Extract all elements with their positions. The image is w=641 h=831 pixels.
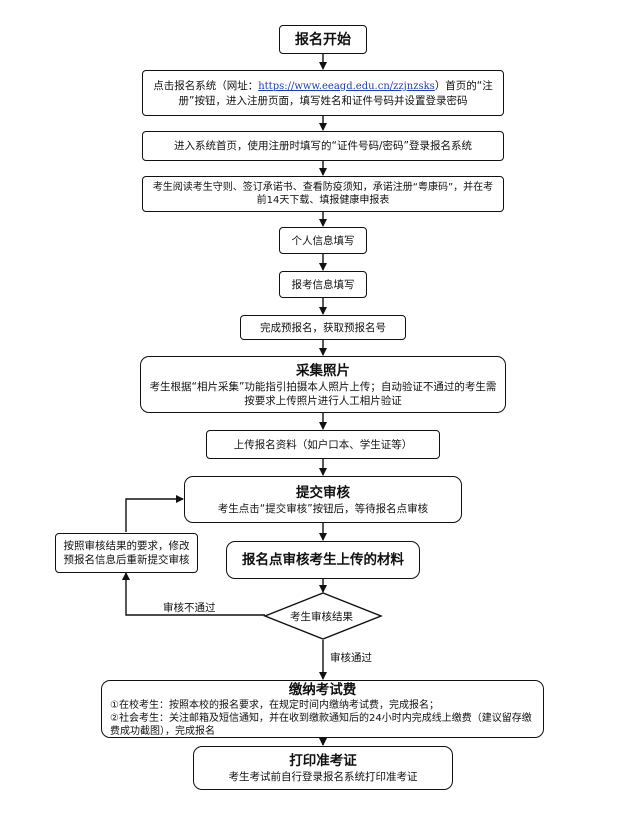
step-site-review: 报名点审核考生上传的材料 [226, 541, 420, 579]
revise-box: 按照审核结果的要求，修改预报名信息后重新提交审核 [55, 533, 198, 573]
step-pay-fee-title: 缴纳考试费 [288, 681, 357, 698]
step-read-rules-label: 考生阅读考生守则、签订承诺书、查看防疫须知，承诺注册“粤康码”，并在考前14天下… [152, 182, 494, 206]
revise-label: 按照审核结果的要求，修改预报名信息后重新提交审核 [63, 540, 190, 566]
step-pay-fee-line2: ②社会考生：关注邮箱及短信通知，并在收到缴款通知后的24小时内完成线上缴费（建议… [110, 712, 532, 737]
step-pay-fee-line1: ①在校考生：按照本校的报名要求，在规定时间内缴纳考试费，完成报名； [110, 699, 439, 711]
step-register-post: ）首页的“注册”按钮，进入注册页面，填写姓名和证件号码并设置登录密码 [178, 79, 493, 107]
step-pre-register-label: 完成预报名，获取预报名号 [260, 321, 386, 334]
step-photo: 采集照片 考生根据“相片采集”功能指引拍摄本人照片上传；自动验证不通过的考生需按… [140, 356, 506, 413]
step-submit-review-body: 考生点击“提交审核”按钮后，等待报名点审核 [217, 502, 429, 515]
step-print-ticket-body: 考生考试前自行登录报名系统打印准考证 [228, 771, 418, 783]
pass-label: 审核通过 [330, 652, 372, 664]
step-register: 点击报名系统（网址：https://www.eeagd.edu.cn/zzjnz… [142, 70, 504, 116]
step-register-pre: 点击报名系统（网址： [153, 79, 259, 92]
step-pre-register: 完成预报名，获取预报名号 [240, 315, 406, 340]
step-personal-info: 个人信息填写 [279, 227, 367, 254]
step-login: 进入系统首页，使用注册时填写的“证件号码/密码”登录报名系统 [142, 131, 504, 161]
step-photo-body: 考生根据“相片采集”功能指引拍摄本人照片上传；自动验证不通过的考生需按要求上传照… [149, 380, 497, 407]
step-photo-title: 采集照片 [296, 362, 350, 379]
start-label: 报名开始 [295, 31, 351, 48]
step-print-ticket-title: 打印准考证 [289, 753, 357, 769]
step-submit-review: 提交审核 考生点击“提交审核”按钮后，等待报名点审核 [184, 476, 462, 523]
decision-diamond [263, 592, 383, 640]
step-upload-docs: 上传报名资料（如户口本、学生证等） [206, 430, 440, 459]
register-url-link[interactable]: https://www.eeagd.edu.cn/zzjnzsks [258, 80, 435, 92]
step-submit-review-title: 提交审核 [296, 484, 350, 501]
step-print-ticket: 打印准考证 考生考试前自行登录报名系统打印准考证 [193, 746, 453, 790]
step-personal-info-label: 个人信息填写 [291, 234, 355, 247]
step-exam-info-label: 报考信息填写 [291, 278, 355, 291]
start-box: 报名开始 [279, 25, 367, 54]
step-register-text: 点击报名系统（网址：https://www.eeagd.edu.cn/zzjnz… [149, 79, 497, 108]
step-pay-fee: 缴纳考试费 ①在校考生：按照本校的报名要求，在规定时间内缴纳考试费，完成报名； … [101, 680, 544, 738]
fail-label: 审核不通过 [163, 602, 216, 614]
step-login-label: 进入系统首页，使用注册时填写的“证件号码/密码”登录报名系统 [174, 140, 472, 152]
step-site-review-label: 报名点审核考生上传的材料 [242, 552, 404, 568]
step-read-rules: 考生阅读考生守则、签订承诺书、查看防疫须知，承诺注册“粤康码”，并在考前14天下… [142, 176, 504, 212]
arrow-fail-to-revise [122, 572, 265, 616]
step-upload-docs-label: 上传报名资料（如户口本、学生证等） [233, 438, 413, 451]
step-exam-info: 报考信息填写 [279, 271, 367, 298]
arrow-revise-to-s9 [125, 495, 184, 532]
decision-label: 考生审核结果 [290, 611, 353, 623]
